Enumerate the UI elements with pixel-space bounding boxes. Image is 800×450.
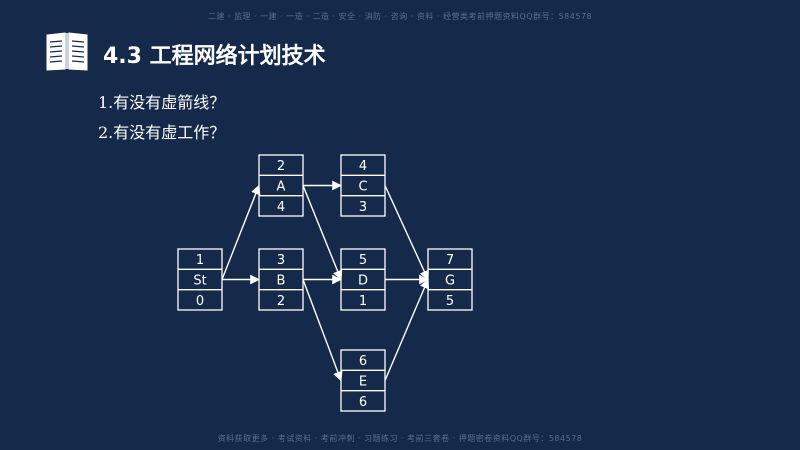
node-st: 1St 0 — [177, 248, 223, 311]
node-box — [340, 154, 386, 217]
node-box — [340, 349, 386, 412]
node-box — [427, 248, 473, 311]
node-box — [258, 154, 304, 217]
arrow-e-to-g — [384, 278, 430, 381]
arrow-a-to-d — [302, 185, 343, 281]
node-box — [258, 248, 304, 311]
node-top-label: 2 — [277, 159, 285, 174]
node-d: 5D 1 — [340, 248, 386, 311]
node-top-label: 1 — [196, 253, 204, 268]
node-a: 2A 4 — [258, 154, 304, 217]
node-bottom-label: 1 — [359, 294, 367, 309]
node-mid-label: C — [358, 180, 367, 195]
node-bottom-label: 6 — [359, 395, 367, 410]
node-mid-label: D — [358, 274, 368, 289]
arrow-st-to-a — [221, 184, 261, 280]
question-1: 1.有没有虚箭线？ — [98, 93, 226, 112]
top-watermark: 二建 · 监理 · 一建 · 一造 · 二造 · 安全 · 消防 · 咨询 · … — [207, 12, 593, 21]
node-bottom-label: 3 — [359, 200, 367, 215]
node-top-label: 6 — [359, 354, 367, 369]
question-2: 2.有没有虚工作？ — [98, 123, 226, 142]
node-box — [177, 248, 223, 311]
node-b: 3B 2 — [258, 248, 304, 311]
node-g: 7G 5 — [427, 248, 473, 311]
node-mid-label: G — [445, 274, 455, 289]
arrow-c-to-g — [384, 185, 429, 281]
node-bottom-label: 2 — [277, 294, 285, 309]
node-bottom-label: 4 — [277, 200, 285, 215]
node-top-label: 7 — [446, 253, 454, 268]
node-top-label: 3 — [277, 253, 285, 268]
node-mid-label: A — [277, 180, 286, 195]
node-top-label: 5 — [359, 253, 367, 268]
node-bottom-label: 0 — [196, 294, 204, 309]
arrow-b-to-e — [302, 279, 343, 382]
open-book-icon — [46, 32, 88, 71]
node-e: 6E6 — [340, 349, 386, 412]
node-mid-label: B — [277, 274, 286, 289]
bottom-watermark: 资料获取更多 · 考试资料 · 考前冲刺 · 习题练习 · 考前三套卷 · 押题… — [217, 434, 583, 443]
node-box — [340, 248, 386, 311]
node-c: 4C 3 — [340, 154, 386, 217]
node-mid-label: St — [193, 274, 206, 289]
node-top-label: 4 — [359, 159, 367, 174]
page-title: 4.3 工程网络计划技术 — [103, 44, 326, 69]
node-mid-label: E — [359, 375, 367, 390]
node-bottom-label: 5 — [446, 294, 454, 309]
